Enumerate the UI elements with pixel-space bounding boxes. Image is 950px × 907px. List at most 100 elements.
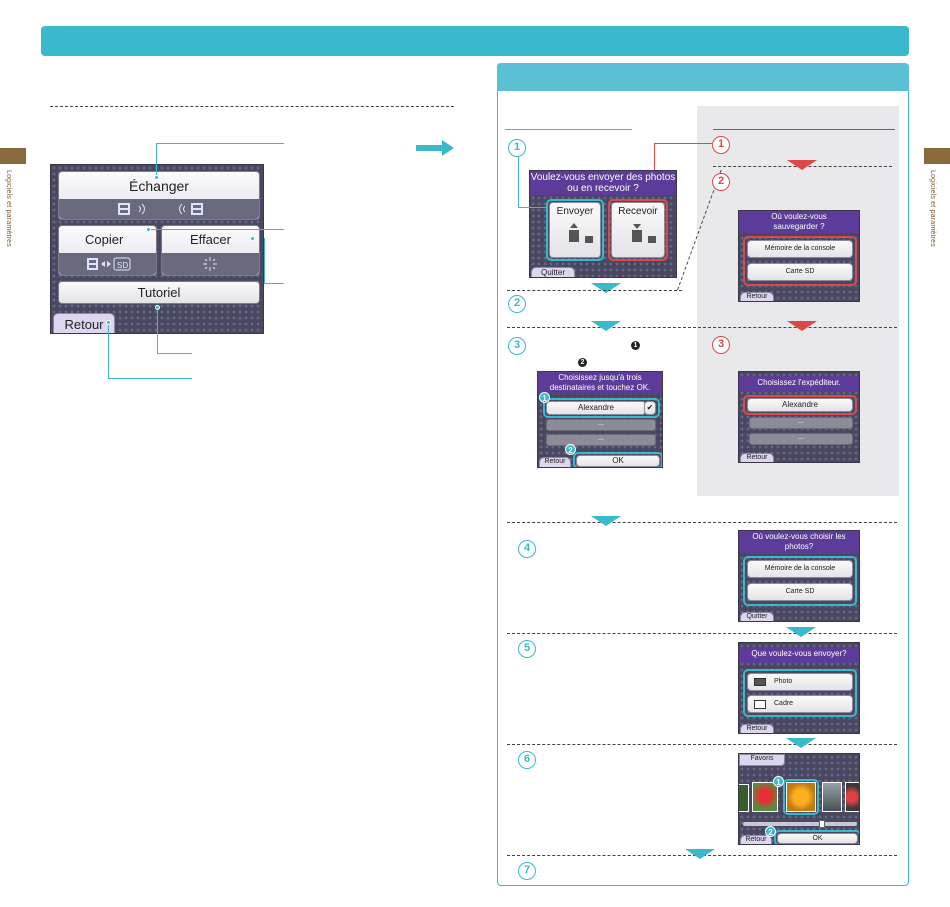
callout-line (264, 238, 265, 283)
arrow-down-icon (786, 627, 816, 637)
callout-line (150, 229, 284, 230)
choose-options-highlight (743, 556, 857, 606)
step-divider (507, 290, 682, 291)
copier-label: Copier (85, 232, 124, 247)
callout-line (518, 157, 519, 207)
recipient-slot-3[interactable]: --- (546, 434, 656, 446)
save-options-highlight (743, 236, 857, 286)
callout-line (157, 353, 192, 354)
arrow-down-icon (786, 738, 816, 748)
step-2-number: 2 (508, 295, 526, 313)
step-1-receive-number: 1 (712, 136, 730, 154)
step-3-receive-number: 3 (712, 336, 730, 354)
photo-button[interactable]: Photo (747, 673, 853, 691)
gallery-ok-button[interactable]: OK (777, 833, 858, 844)
cadre-label: Cadre (774, 700, 794, 707)
sender-retour-button[interactable]: Retour (740, 453, 774, 462)
save-sd-button[interactable]: Carte SD (747, 263, 853, 281)
recipients-ok-button[interactable]: OK (576, 455, 660, 467)
save-console-button[interactable]: Mémoire de la console (747, 240, 853, 258)
favoris-tab[interactable]: Favoris (739, 754, 785, 766)
choose-quitter-button[interactable]: Quitter (740, 612, 774, 621)
callout-line-red (654, 143, 712, 144)
photo-thumb[interactable] (739, 784, 749, 812)
gallery-ok-highlight (774, 830, 859, 844)
photo-thumb-selected[interactable] (786, 782, 816, 812)
sd-label: SD (117, 261, 128, 270)
step-3-number: 3 (508, 337, 526, 355)
envoyer-highlight (546, 199, 604, 261)
tutoriel-label: Tutoriel (137, 285, 181, 300)
send-section-line (505, 129, 632, 130)
gallery-scrollbar[interactable] (743, 822, 857, 826)
callout-dot (146, 227, 151, 232)
header-banner (41, 26, 909, 56)
erase-sparkle-icon (162, 253, 259, 275)
recevoir-highlight (608, 199, 668, 261)
retour-button[interactable]: Retour (53, 313, 115, 333)
scrollbar-thumb[interactable] (819, 820, 825, 828)
send-upload-icon (569, 223, 593, 243)
recipient-alexandre[interactable]: Alexandre (546, 401, 646, 415)
echanger-button[interactable]: Échanger (58, 171, 260, 220)
callout-dot (154, 175, 159, 180)
frame-icon (754, 700, 766, 709)
recipient-checkbox[interactable]: ✔ (644, 401, 656, 415)
callout-line (518, 207, 548, 208)
sender-slot-3[interactable]: --- (749, 433, 853, 445)
callout-line (108, 378, 192, 379)
cadre-button[interactable]: Cadre (747, 695, 853, 713)
exchange-wireless-icon (59, 199, 259, 219)
photo-thumb[interactable] (752, 782, 778, 812)
recipients-screen: Choisissez jusqu'à trois destinataires e… (537, 371, 663, 468)
sender-slot-2[interactable]: --- (749, 417, 853, 429)
recevoir-button[interactable]: Recevoir (611, 202, 665, 258)
save-location-screen: Où voulez-vous sauvegarder ? Mémoire de … (738, 210, 860, 302)
badge-2-inline: 2 (578, 358, 587, 367)
step-1-number: 1 (508, 139, 526, 157)
section-divider (50, 106, 454, 107)
recevoir-label: Recevoir (618, 206, 658, 217)
choose-location-screen: Où voulez-vous choisir les photos? Mémoi… (738, 530, 860, 622)
photo-gallery-screen: Favoris Retour OK (738, 753, 860, 845)
callout-line (156, 143, 284, 144)
callout-dot (106, 320, 111, 325)
step-divider (507, 522, 897, 523)
callout-line (264, 283, 284, 284)
arrow-right-icon (416, 140, 456, 161)
recipient-slot-2[interactable]: --- (546, 419, 656, 431)
step-2-receive-number: 2 (712, 173, 730, 191)
choose-console-button[interactable]: Mémoire de la console (747, 560, 853, 578)
photo-label: Photo (774, 678, 793, 685)
copy-sd-icon: SD (59, 253, 156, 275)
arrow-down-red-icon (787, 321, 817, 331)
step-4-number: 4 (518, 540, 536, 558)
copier-button[interactable]: Copier SD (58, 225, 157, 276)
save-title: Où voulez-vous sauvegarder ? (739, 211, 859, 233)
side-label-right: Logiciels et paramètres (929, 170, 936, 247)
sender-alexandre[interactable]: Alexandre (747, 398, 853, 412)
quitter-button[interactable]: Quitter (531, 267, 575, 277)
effacer-button[interactable]: Effacer (161, 225, 260, 276)
recipients-title: Choisissez jusqu'à trois destinataires e… (538, 372, 662, 394)
receive-section-line (713, 129, 895, 130)
envoyer-button[interactable]: Envoyer (549, 202, 601, 258)
step-divider (507, 633, 897, 634)
send-what-retour-button[interactable]: Retour (740, 724, 774, 733)
callout-dot (155, 305, 160, 310)
choose-sd-button[interactable]: Carte SD (747, 583, 853, 601)
arrow-down-icon (591, 321, 621, 331)
badge-1: 1 (539, 392, 550, 403)
callout-dot (250, 236, 255, 241)
save-retour-button[interactable]: Retour (740, 292, 774, 301)
gallery-retour-button[interactable]: Retour (740, 835, 772, 844)
selected-photo-highlight (783, 779, 819, 815)
callout-line (108, 322, 109, 378)
sender-highlight (743, 395, 857, 415)
photo-thumb[interactable] (845, 782, 859, 812)
callout-line (157, 308, 158, 353)
photo-thumb[interactable] (822, 782, 842, 812)
recipients-retour-button[interactable]: Retour (539, 457, 571, 467)
tutoriel-button[interactable]: Tutoriel (58, 281, 260, 304)
step-7-number: 7 (518, 862, 536, 880)
